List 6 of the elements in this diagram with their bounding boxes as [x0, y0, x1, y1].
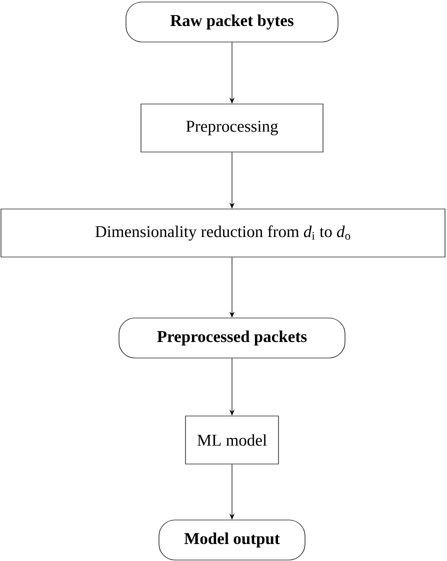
process-box: Preprocessing	[140, 104, 324, 152]
process-box: Dimensionality reduction from d$_{i}$ to d$_{o}$	[0, 208, 446, 258]
terminal-box: Raw packet bytes	[126, 2, 338, 42]
terminal-box: Preprocessed packets	[118, 318, 346, 358]
terminal-box: Model output	[158, 520, 306, 560]
process-box: ML model	[185, 416, 279, 464]
